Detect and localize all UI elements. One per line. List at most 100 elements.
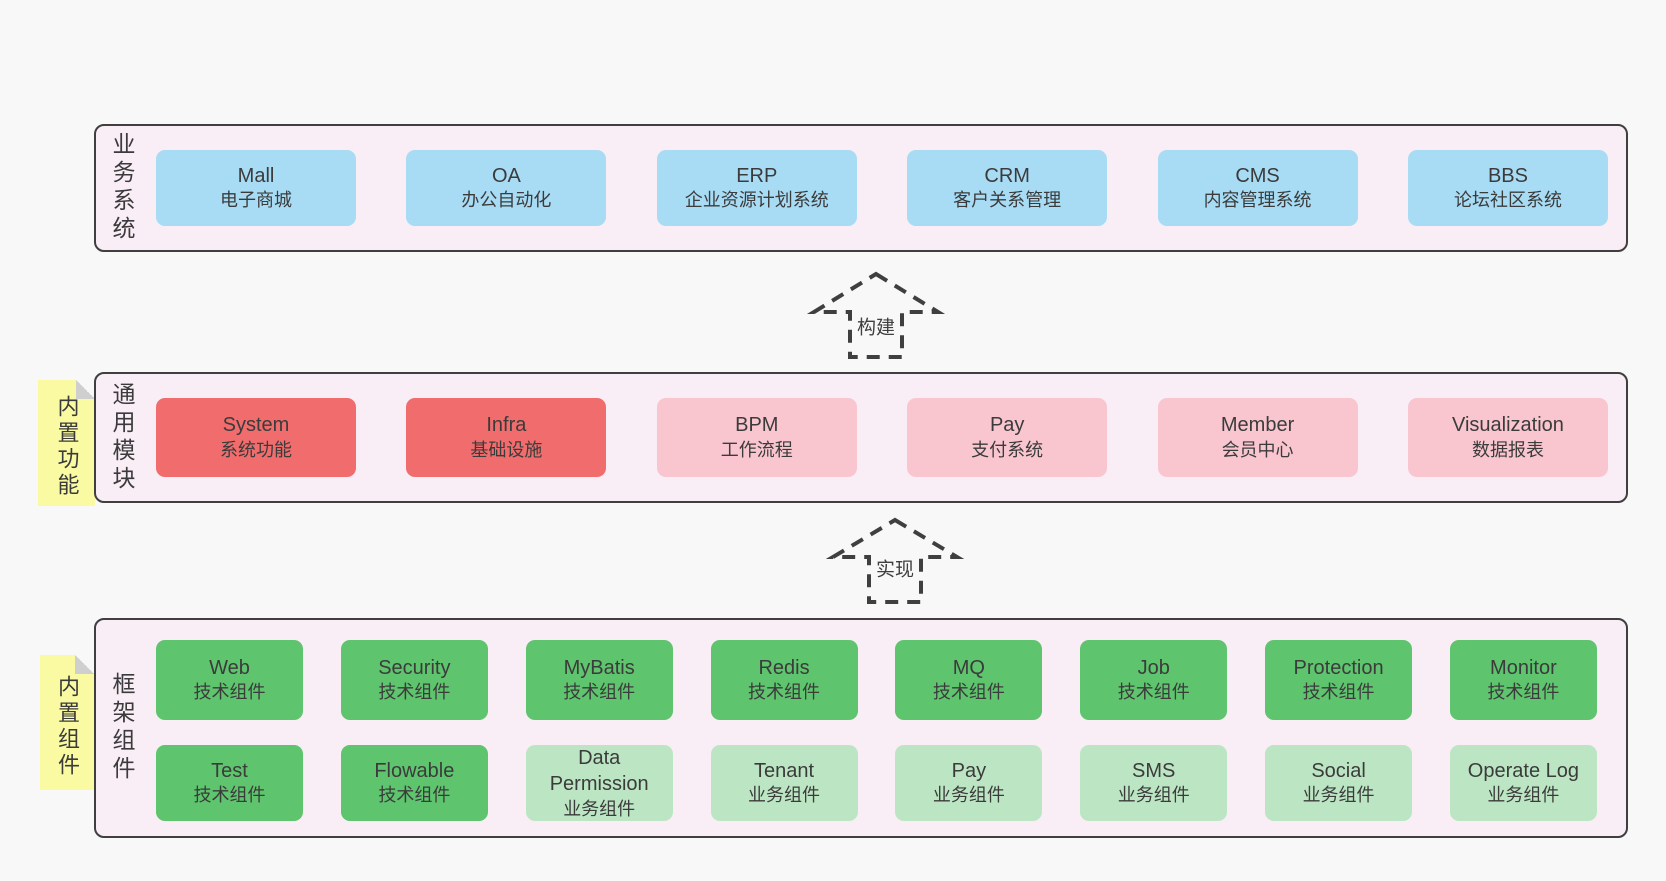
box-title: Redis [758,656,810,679]
components-row-1: Web 技术组件 Security 技术组件 MyBatis 技术组件 Redi… [156,640,1597,720]
box-subtitle: 技术组件 [193,682,266,703]
box-subtitle: 业务组件 [1487,785,1560,806]
box-mall: Mall 电子商城 [156,150,356,226]
box-title: ERP [736,164,778,187]
box-web: Web 技术组件 [156,640,303,720]
box-subtitle: 工作流程 [720,439,793,460]
sticky-note-built-in-features: 内置功能 [38,380,95,506]
box-infra: Infra 基础设施 [406,398,607,477]
box-system: System 系统功能 [156,398,356,477]
sticky-note-built-in-components: 内置组件 [40,655,94,790]
box-title: Protection [1293,656,1384,679]
box-title: SMS [1132,759,1176,782]
sticky-note-label: 内置功能 [54,394,80,499]
box-subtitle: 技术组件 [1487,682,1560,703]
business-systems-section: 业务系统 Mall 电子商城 OA 办公自动化 ERP 企业资源计划系统 CRM… [94,124,1628,252]
framework-components-section: 框架组件 Web 技术组件 Security 技术组件 MyBatis 技术组件… [94,618,1628,838]
box-title: System [222,414,290,437]
box-subtitle: 企业资源计划系统 [684,190,829,211]
box-subtitle: 支付系统 [971,439,1044,460]
box-title: Member [1220,414,1295,437]
common-modules-section: 通用模块 System 系统功能 Infra 基础设施 BPM 工作流程 Pay… [94,372,1628,503]
box-subtitle: 技术组件 [748,682,821,703]
box-pay-system: Pay 支付系统 [907,398,1108,477]
box-job: Job 技术组件 [1080,640,1228,720]
common-modules-row: System 系统功能 Infra 基础设施 BPM 工作流程 Pay 支付系统… [156,398,1608,477]
box-title: Operate Log [1467,759,1579,782]
business-systems-row: Mall 电子商城 OA 办公自动化 ERP 企业资源计划系统 CRM 客户关系… [156,150,1608,226]
sticky-note-label: 内置组件 [55,674,80,779]
box-title: Pay [951,759,987,782]
box-subtitle: 客户关系管理 [953,190,1062,211]
box-cms: CMS 内容管理系统 [1157,150,1358,226]
box-subtitle: 数据报表 [1471,439,1544,460]
box-title: Data Permission [549,746,649,796]
box-security: Security 技术组件 [340,640,488,720]
box-subtitle: 论坛社区系统 [1453,190,1562,211]
box-subtitle: 会员中心 [1221,439,1294,460]
box-data-permission: Data Permission 业务组件 [525,745,673,821]
box-erp: ERP 企业资源计划系统 [656,150,857,226]
box-title: Job [1137,656,1170,679]
box-title: Security [378,656,451,679]
box-pay-component: Pay 业务组件 [895,745,1043,821]
box-subtitle: 业务组件 [932,785,1005,806]
box-subtitle: 技术组件 [1302,682,1375,703]
sticky-fold-corner [75,655,94,674]
box-redis: Redis 技术组件 [710,640,858,720]
components-row-2: Test 技术组件 Flowable 技术组件 Data Permission … [156,745,1597,821]
box-title: BBS [1487,164,1528,187]
implement-arrow-label: 实现 [872,553,918,583]
box-sms: SMS 业务组件 [1080,745,1228,821]
box-title: Web [209,656,250,679]
box-title: Mall [237,164,275,187]
section-label-components: 框架组件 [109,672,135,784]
box-crm: CRM 客户关系管理 [907,150,1108,226]
box-subtitle: 业务组件 [1302,785,1375,806]
box-subtitle: 内容管理系统 [1203,190,1312,211]
box-subtitle: 业务组件 [563,798,636,819]
section-label-modules: 通用模块 [109,381,135,494]
box-subtitle: 技术组件 [378,682,451,703]
box-subtitle: 技术组件 [193,785,266,806]
box-subtitle: 技术组件 [378,785,451,806]
box-title: CRM [984,164,1030,187]
box-subtitle: 业务组件 [1117,785,1190,806]
box-test: Test 技术组件 [156,745,303,821]
box-title: Pay [989,414,1025,437]
box-mybatis: MyBatis 技术组件 [525,640,673,720]
box-subtitle: 技术组件 [1117,682,1190,703]
box-flowable: Flowable 技术组件 [340,745,488,821]
box-title: MyBatis [563,656,635,679]
section-label-business: 业务系统 [109,132,135,244]
box-subtitle: 技术组件 [932,682,1005,703]
box-subtitle: 技术组件 [563,682,636,703]
box-oa: OA 办公自动化 [406,150,607,226]
box-title: Infra [486,414,527,437]
box-subtitle: 系统功能 [220,439,292,460]
box-visualization: Visualization 数据报表 [1407,398,1608,477]
box-title: BPM [735,414,779,437]
box-title: Tenant [754,759,815,782]
box-title: CMS [1235,164,1280,187]
box-member: Member 会员中心 [1157,398,1358,477]
box-subtitle: 办公自动化 [461,190,552,211]
box-tenant: Tenant 业务组件 [710,745,858,821]
box-bbs: BBS 论坛社区系统 [1407,150,1608,226]
box-title: Test [211,759,248,782]
box-title: Social [1311,759,1366,782]
box-title: MQ [952,656,985,679]
box-title: Flowable [374,759,455,782]
box-title: Monitor [1490,656,1557,679]
box-subtitle: 业务组件 [748,785,821,806]
build-arrow-label: 构建 [853,311,899,341]
box-operate-log: Operate Log 业务组件 [1449,745,1597,821]
box-bpm: BPM 工作流程 [656,398,857,477]
box-title: OA [491,164,521,187]
sticky-fold-corner [76,380,95,399]
box-subtitle: 基础设施 [470,439,543,460]
box-subtitle: 电子商城 [220,190,292,211]
box-mq: MQ 技术组件 [895,640,1043,720]
box-title: Visualization [1451,414,1564,437]
box-social: Social 业务组件 [1265,745,1413,821]
